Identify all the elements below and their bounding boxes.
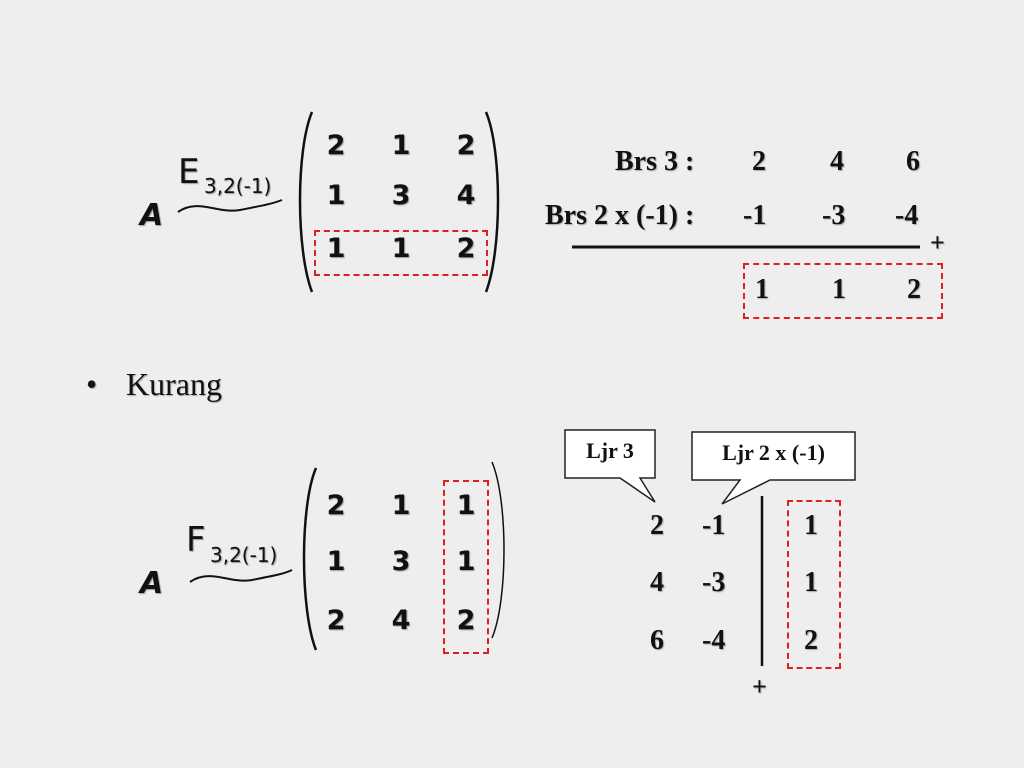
calc-row1-label: Brs 3 : (615, 146, 695, 177)
col-result-value: 1 (804, 567, 818, 598)
matrix1-right-paren (484, 111, 500, 293)
matrix2-cell: 2 (326, 605, 346, 636)
matrix2-cell: 1 (456, 490, 476, 521)
callout-ljr3: Ljr 3 (586, 438, 634, 463)
highlight-col-result-box (787, 500, 841, 669)
matrix2-cell: 2 (326, 490, 346, 521)
matrix2-cell: 1 (391, 490, 411, 521)
matrix2-cell: 3 (391, 546, 411, 577)
calc-row1-value: 6 (906, 146, 920, 177)
calc-row2-value: -3 (822, 200, 846, 231)
callout-ljr2-times-minus1: Ljr 2 x (-1) (722, 440, 825, 465)
matrix1-cell: 1 (391, 233, 411, 264)
matrix2-cell: 2 (456, 605, 476, 636)
calc-result-value: 1 (832, 274, 846, 305)
col-a-value: 4 (650, 567, 664, 598)
col-a-value: 6 (650, 625, 664, 656)
matrix1-cell: 2 (456, 130, 476, 161)
col-a-value: 2 (650, 510, 664, 541)
elementary-operator-f: F (186, 520, 206, 560)
col-result-value: 1 (804, 510, 818, 541)
tilde-arrow-1 (177, 199, 283, 213)
matrix-label-a-2: A (140, 566, 164, 601)
matrix1-cell: 2 (456, 233, 476, 264)
matrix1-cell: 1 (326, 233, 346, 264)
calc-row2-label: Brs 2 x (-1) : (545, 200, 695, 231)
bullet-text-kurang: Kurang (126, 366, 222, 402)
matrix1-cell: 4 (456, 180, 476, 211)
plus-sign-2: + (752, 672, 767, 701)
highlight-row3-box (314, 230, 488, 276)
matrix1-cell: 1 (326, 180, 346, 211)
matrix-2: 2 1 1 1 3 1 2 4 2 (316, 490, 486, 640)
callout-left-shape (564, 429, 656, 503)
calc-row2-value: -4 (895, 200, 919, 231)
matrix2-left-paren (302, 467, 318, 651)
bullet-symbol: • (86, 366, 98, 402)
elementary-operator-e: E (178, 152, 200, 192)
matrix2-cell: 4 (391, 605, 411, 636)
highlight-result-box (743, 263, 943, 319)
col-b-value: -3 (702, 567, 726, 598)
matrix2-right-paren (491, 461, 505, 639)
matrix1-cell: 3 (391, 180, 411, 211)
calc-result-value: 2 (907, 274, 921, 305)
elementary-operator-e-subscript: 3,2(-1) (204, 174, 272, 198)
elementary-operator-f-subscript: 3,2(-1) (210, 543, 278, 567)
matrix1-cell: 2 (326, 130, 346, 161)
plus-sign-1: + (930, 228, 945, 257)
matrix-label-a-1: A (140, 198, 164, 233)
col-result-value: 2 (804, 625, 818, 656)
calc-row1-value: 4 (830, 146, 844, 177)
highlight-col3-box (443, 480, 489, 654)
calc-result-value: 1 (755, 274, 769, 305)
matrix1-left-paren (298, 111, 314, 293)
matrix-1: 2 1 2 1 3 4 1 1 2 (316, 130, 486, 280)
calc-row1-value: 2 (752, 146, 766, 177)
callout-right-shape (691, 431, 856, 505)
matrix2-cell: 1 (326, 546, 346, 577)
matrix2-cell: 1 (456, 546, 476, 577)
tilde-arrow-2 (189, 569, 293, 583)
calc-row2-value: -1 (743, 200, 767, 231)
col-b-value: -4 (702, 625, 726, 656)
col-b-value: -1 (702, 510, 726, 541)
matrix1-cell: 1 (391, 130, 411, 161)
